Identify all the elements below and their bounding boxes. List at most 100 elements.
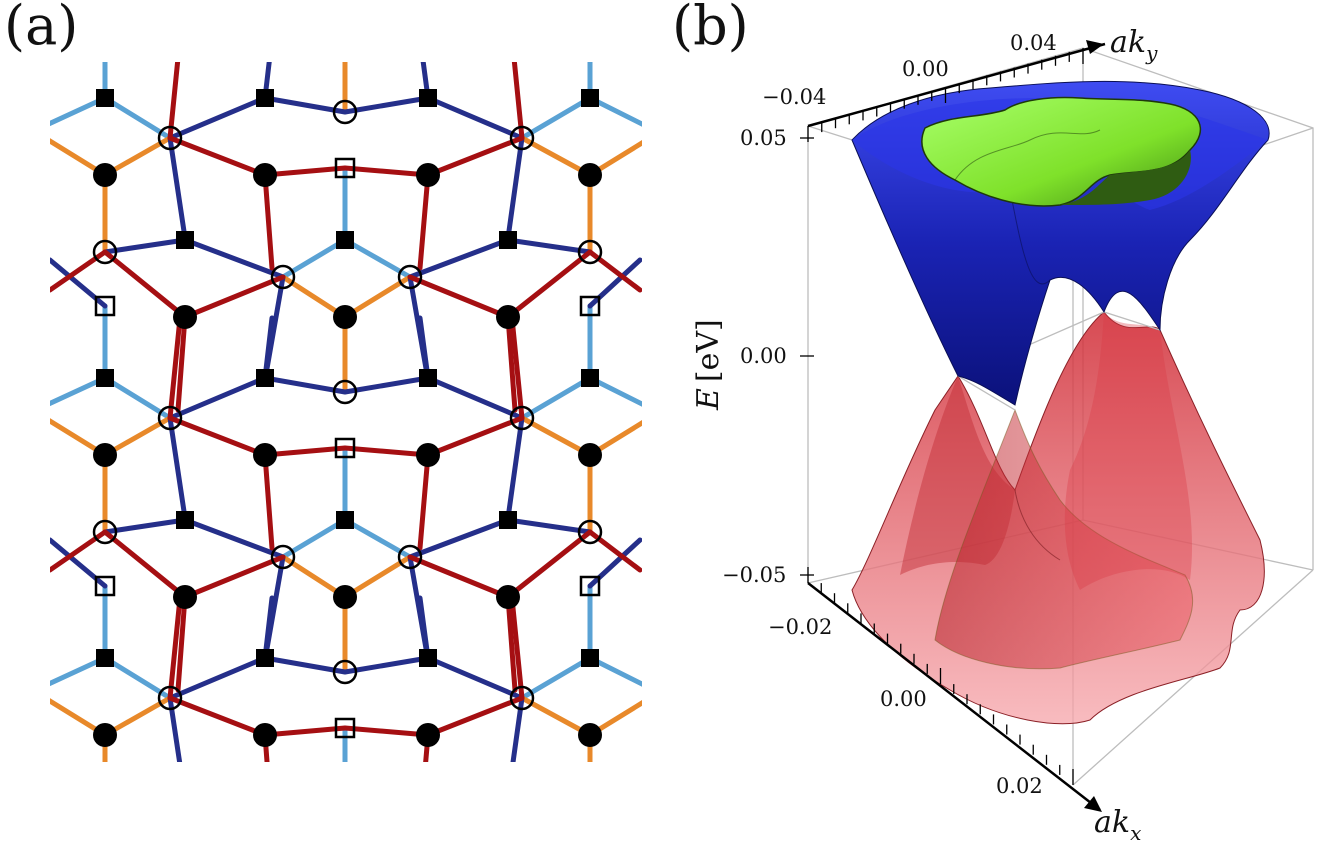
filled-circle-site — [416, 163, 440, 187]
lower-band-surface — [851, 311, 1265, 725]
orange-bond — [102, 135, 173, 178]
dark-blue-bond — [407, 274, 431, 383]
filled-square-site — [96, 369, 114, 387]
filled-circle-site — [93, 443, 117, 467]
filled-square-site — [499, 511, 517, 529]
dark-blue-bond — [342, 655, 431, 675]
z-tick-top: 0.05 — [740, 126, 787, 150]
open-circle-site — [157, 405, 183, 431]
open-square-site — [94, 295, 116, 317]
light-blue-bond — [50, 655, 108, 687]
filled-square-site — [336, 231, 354, 249]
y-axis-arrow — [1086, 40, 1104, 54]
red-bond — [175, 314, 188, 413]
dark-blue-bond — [102, 517, 188, 535]
panel-a-label: (a) — [4, 0, 79, 57]
red-bond — [167, 62, 181, 141]
filled-square-site — [336, 511, 354, 529]
dark-blue-bonds — [50, 62, 642, 762]
light-blue-bond — [102, 95, 173, 141]
dark-blue-bond — [262, 274, 286, 383]
dark-blue-bond — [182, 237, 286, 280]
red-bond — [262, 165, 348, 178]
panel-b-label: (b) — [672, 0, 749, 57]
light-blue-bond — [50, 375, 108, 407]
open-square-site — [334, 437, 356, 459]
red-bond — [175, 594, 188, 693]
red-bond — [262, 732, 270, 762]
open-circle-site — [157, 685, 183, 711]
open-circle-site — [270, 264, 296, 290]
dark-blue-bond — [425, 95, 525, 141]
light-blue-bond — [50, 95, 108, 127]
dark-blue-bond — [262, 375, 348, 395]
open-circle-site — [157, 125, 183, 151]
dark-blue-bond — [505, 415, 525, 521]
dark-blue-bond — [505, 517, 593, 535]
open-square-site — [334, 157, 356, 179]
red-bond — [505, 249, 593, 320]
red-bond — [167, 315, 183, 421]
open-circle-site — [332, 659, 358, 685]
filled-circle-site — [496, 305, 520, 329]
filled-square-site — [256, 649, 274, 667]
dark-blue-bond — [425, 655, 525, 701]
dark-blue-bond — [407, 554, 431, 663]
orange-bond — [519, 135, 593, 178]
x-tick-1: 0.00 — [880, 687, 927, 711]
dark-blue-bond — [407, 517, 511, 560]
filled-square-site — [176, 511, 194, 529]
red-bond — [505, 314, 518, 413]
red-bond — [182, 274, 286, 320]
y-axis-ticks — [807, 48, 1084, 142]
open-circle-site — [92, 239, 118, 265]
dark-blue-bond — [167, 695, 183, 762]
light-blue-bond — [519, 95, 593, 141]
z-tick-bottom: −0.05 — [722, 563, 786, 587]
filled-square-site — [96, 89, 114, 107]
x-axis-arrow — [1084, 796, 1102, 812]
x-axis-ticks — [807, 567, 1074, 785]
dark-blue-bond — [167, 95, 268, 141]
filled-square-site — [499, 231, 517, 249]
open-circle-site — [509, 125, 535, 151]
x-tick-2: 0.02 — [996, 774, 1043, 798]
red-bond — [342, 165, 431, 178]
filled-square-site — [419, 89, 437, 107]
red-bond — [505, 594, 518, 693]
dark-blue-bond — [420, 62, 431, 101]
filled-square-site — [419, 649, 437, 667]
filled-square-site — [581, 89, 599, 107]
red-bond — [417, 172, 431, 271]
orange-bond — [280, 274, 348, 320]
filled-circle-site — [416, 723, 440, 747]
red-bond — [167, 695, 268, 738]
z-axis-ticks — [800, 137, 814, 576]
dark-blue-bond — [102, 237, 188, 255]
dark-blue-bond — [425, 375, 525, 421]
dark-blue-bond — [262, 655, 348, 675]
filled-square-site — [419, 369, 437, 387]
dark-blue-bond — [167, 375, 268, 421]
light-blue-bond — [519, 375, 593, 421]
red-bond — [342, 445, 431, 458]
red-bond — [102, 529, 188, 600]
filled-circle-site — [496, 585, 520, 609]
orange-bond — [102, 695, 173, 738]
filled-circle-site — [253, 443, 277, 467]
open-circle-site — [397, 264, 423, 290]
orange-bond — [280, 554, 348, 600]
red-bond — [505, 529, 593, 600]
red-bond — [167, 415, 268, 458]
red-bond — [509, 595, 525, 701]
orange-bond — [342, 554, 413, 600]
red-bond — [511, 62, 525, 141]
inner-green-surface — [921, 96, 1201, 207]
filled-circle-site — [173, 305, 197, 329]
open-circle-site — [577, 519, 603, 545]
dark-blue-bond — [182, 517, 286, 560]
red-bond — [342, 725, 431, 738]
red-bond — [262, 172, 275, 271]
band-structure-plot: 0.05 0.00 −0.05 −0.04 0.00 0.04 −0.02 0.… — [691, 25, 1314, 845]
lattice-diagram — [50, 62, 642, 762]
